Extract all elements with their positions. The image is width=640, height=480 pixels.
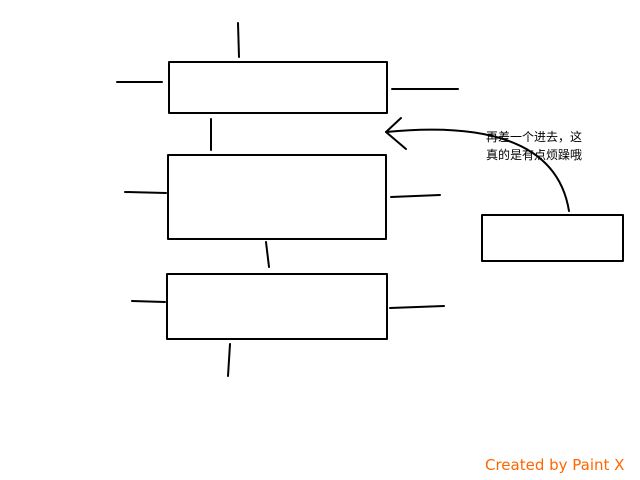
connector-box2-box3: [265, 241, 270, 268]
watermark-text: Created by Paint X: [485, 456, 625, 474]
box-3-bottom-stub: [227, 343, 231, 377]
detached-box: [481, 214, 624, 262]
box-3: [166, 273, 388, 340]
box-1: [168, 61, 388, 114]
box-3-right-stub: [389, 305, 445, 309]
curved-arrow-line: [385, 128, 570, 212]
annotation-line-2: 真的是有点烦躁哦: [486, 148, 583, 162]
box-2: [167, 154, 387, 240]
box-2-left-stub: [124, 191, 167, 194]
box-1-top-stub: [237, 22, 240, 58]
annotation-line-1: 再差一个进去，这: [486, 130, 583, 144]
arrow-head: [385, 117, 407, 150]
box-3-left-stub: [131, 300, 166, 303]
box-2-right-stub: [390, 194, 441, 198]
annotation-note: 再差一个进去，这 真的是有点烦躁哦: [486, 128, 636, 164]
